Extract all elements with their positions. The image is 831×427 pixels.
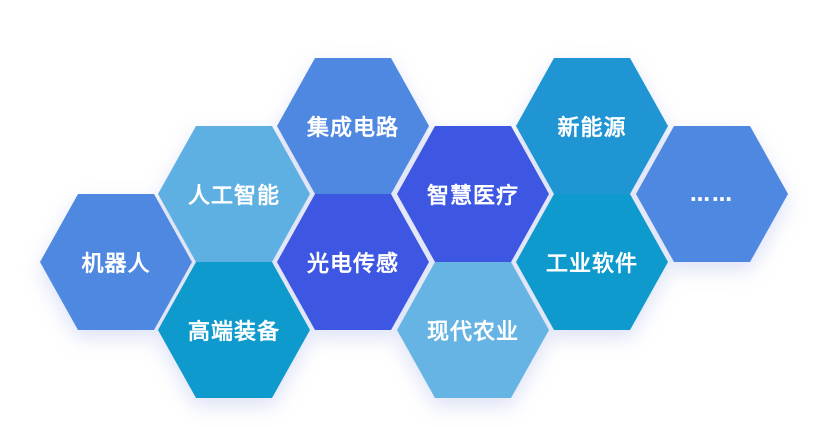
- hexagon-industrial-software-label: 工业软件: [545, 252, 638, 277]
- hexagon-new-energy: 新能源: [516, 58, 668, 194]
- hexagon-agriculture: 现代农业: [397, 262, 549, 398]
- hexagon-equipment: 高端装备: [158, 262, 310, 398]
- hexagon-new-energy-label: 新能源: [557, 116, 627, 141]
- hexagon-more: ……: [636, 126, 788, 262]
- hexagon-ai-label: 人工智能: [187, 184, 280, 209]
- hexagon-integrated-circuit-label: 集成电路: [306, 116, 399, 141]
- hexagon-optoelectronic: 光电传感: [277, 194, 429, 330]
- hexagon-robot-label: 机器人: [81, 252, 151, 277]
- hexagon-optoelectronic-label: 光电传感: [306, 252, 399, 277]
- hexagon-equipment-label: 高端装备: [187, 320, 280, 345]
- hexagon-industrial-software: 工业软件: [516, 194, 668, 330]
- hexagon-medical-label: 智慧医疗: [426, 184, 519, 209]
- hexagon-medical: 智慧医疗: [397, 126, 549, 262]
- hexagon-agriculture-label: 现代农业: [426, 320, 519, 345]
- hexagon-ai: 人工智能: [158, 126, 310, 262]
- hexagon-integrated-circuit: 集成电路: [277, 58, 429, 194]
- hexagon-more-label: ……: [690, 182, 734, 206]
- hexagon-robot: 机器人: [40, 194, 192, 330]
